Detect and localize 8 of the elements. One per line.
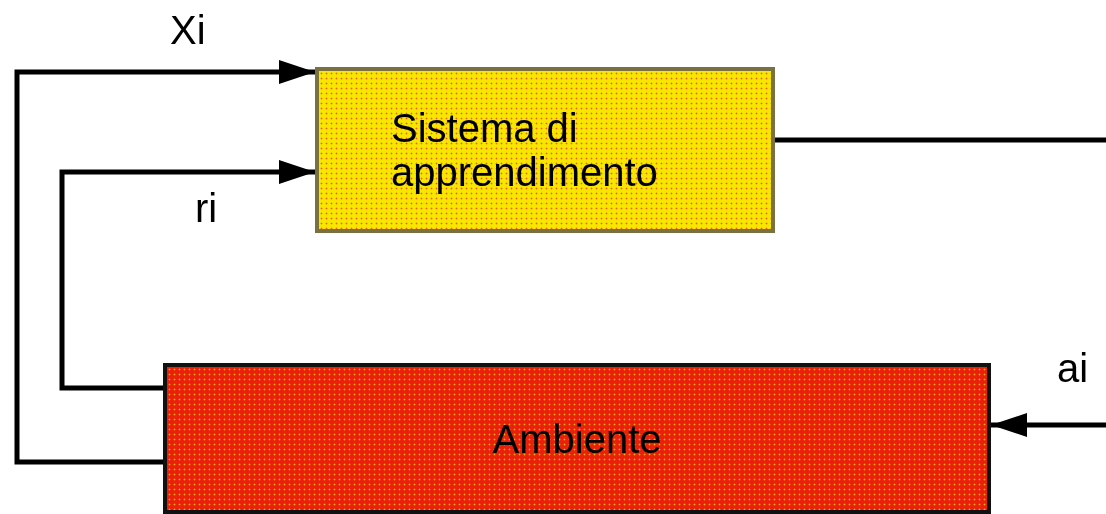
box-label: Sistema di apprendimento — [391, 106, 659, 194]
process-box — [163, 363, 991, 514]
box-label: Ambiente — [492, 416, 662, 461]
connector-line — [775, 137, 1106, 143]
arrow — [59, 160, 315, 391]
arrow — [991, 413, 1106, 437]
process-box — [315, 67, 775, 233]
arrow — [14, 60, 315, 465]
